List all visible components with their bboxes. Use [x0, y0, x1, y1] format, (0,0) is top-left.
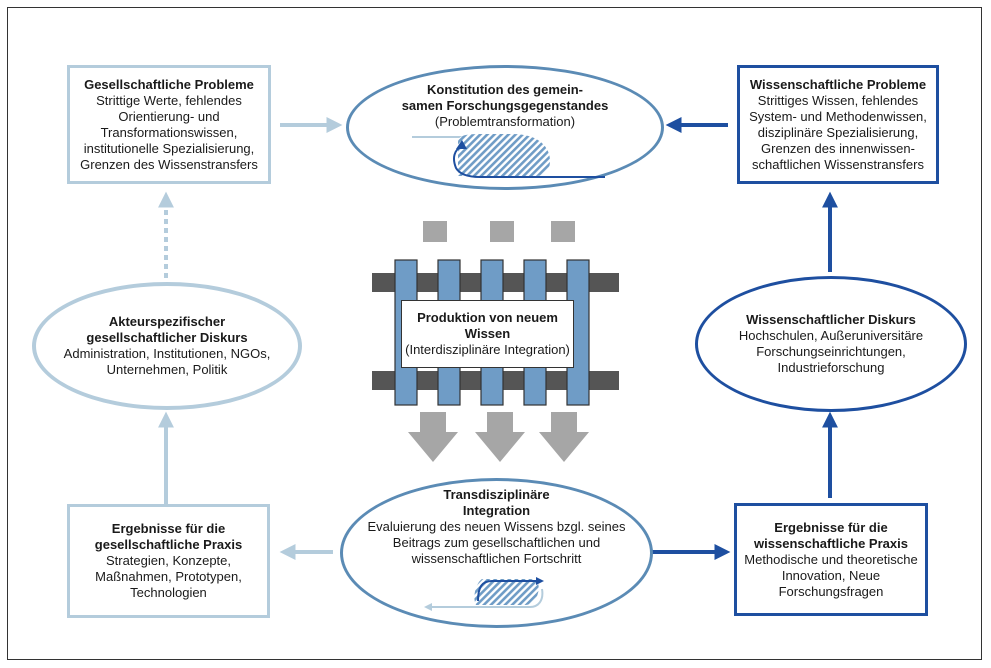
konstitution-title: Konstitution des gemein- samen Forschung… [401, 82, 609, 113]
wissenschaftlicher-diskurs-ellipse: Wissenschaftlicher Diskurs Hochschulen, … [695, 276, 967, 412]
input-square [490, 221, 514, 242]
output-arrow [408, 412, 458, 462]
gesellschaftliche-probleme-title: Gesellschaftliche Probleme [84, 76, 254, 92]
problemtransformation-icon [412, 134, 605, 178]
wissenschaftliche-probleme-title: Wissenschaftliche Probleme [749, 76, 927, 92]
ergebnisse-gesellschaft-title: Ergebnisse für die gesellschaftliche Pra… [94, 521, 243, 552]
ergebnisse-wissenschaft-body: Methodische und theoretische Innovation,… [744, 551, 918, 599]
input-square [423, 221, 447, 242]
diagram-frame [7, 7, 982, 660]
transdisziplinaere-integration-body: Evaluierung des neuen Wissens bzgl. sein… [367, 519, 626, 566]
output-arrow [475, 412, 525, 462]
transdisziplinaere-integration-ellipse: Transdisziplinäre Integration Evaluierun… [340, 478, 653, 628]
ergebnisse-wissenschaft-title: Ergebnisse für die wissenschaftliche Pra… [754, 519, 908, 551]
wissenschaftlicher-diskurs-title: Wissenschaftlicher Diskurs [746, 312, 916, 327]
ergebnisse-gesellschaft-box: Ergebnisse für die gesellschaftliche Pra… [67, 504, 270, 618]
gesellschaftliche-probleme-box: Gesellschaftliche Probleme Strittige Wer… [67, 65, 271, 184]
wissenschaftliche-probleme-box: Wissenschaftliche Probleme Strittiges Wi… [737, 65, 939, 184]
ergebnisse-wissenschaft-box: Ergebnisse für die wissenschaftliche Pra… [734, 503, 928, 616]
produktion-box: Produktion von neuem Wissen (Interdiszip… [401, 300, 574, 368]
output-arrow [539, 412, 589, 462]
ergebnisse-gesellschaft-body: Strategien, Konzepte, Maßnahmen, Prototy… [95, 553, 242, 600]
gesellschaftliche-probleme-body: Strittige Werte, fehlendes Orientierung-… [80, 92, 258, 172]
wissenschaftliche-probleme-body: Strittiges Wissen, fehlendes System- und… [749, 92, 927, 172]
transdisziplinaere-integration-title: Transdisziplinäre Integration [443, 487, 550, 518]
akteurspezifischer-diskurs-body: Administration, Institutionen, NGOs, Unt… [63, 346, 271, 377]
wissenschaftlicher-diskurs-body: Hochschulen, Außeruniversitäre Forschung… [738, 328, 924, 375]
akteurspezifischer-diskurs-ellipse: Akteurspezifischer gesellschaftlicher Di… [32, 282, 302, 410]
input-square [551, 221, 575, 242]
akteurspezifischer-diskurs-title: Akteurspezifischer gesellschaftlicher Di… [86, 314, 248, 345]
produktion-title: Produktion von neuem Wissen [417, 310, 558, 341]
integration-cycle-icon [424, 577, 544, 611]
produktion-body: (Interdisziplinäre Integration) [405, 342, 570, 357]
konstitution-body: (Problemtransformation) [434, 114, 576, 129]
